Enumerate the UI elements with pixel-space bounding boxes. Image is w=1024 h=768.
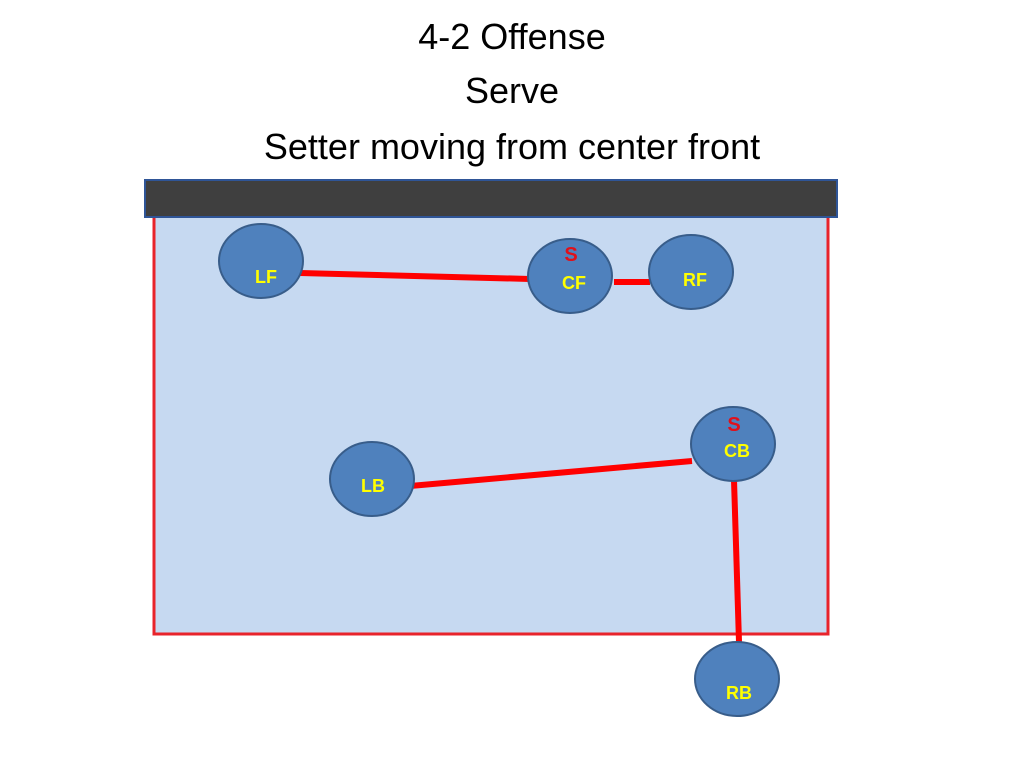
setter-marker-cf: S bbox=[564, 244, 577, 266]
slide-title: 4-2 Offense bbox=[418, 16, 606, 57]
player-label-rb: RB bbox=[726, 683, 752, 703]
player-rf bbox=[648, 234, 734, 310]
setter-marker-cb: S bbox=[727, 414, 740, 436]
player-label-cb: CB bbox=[724, 441, 750, 461]
player-label-rf: RF bbox=[683, 270, 707, 290]
slide-subtitle-serve: Serve bbox=[464, 70, 560, 111]
connector-lf-cf bbox=[299, 270, 531, 282]
player-rb bbox=[694, 641, 780, 717]
slide-subtitle-setter: Setter moving from center front bbox=[263, 126, 761, 167]
player-label-lf: LF bbox=[255, 267, 277, 287]
connector-cb-rb bbox=[731, 479, 742, 643]
connector-lb-cb bbox=[409, 458, 693, 489]
player-lf bbox=[218, 223, 304, 299]
player-cb bbox=[690, 406, 776, 482]
net bbox=[144, 179, 838, 218]
player-label-cf: CF bbox=[562, 273, 586, 293]
player-cf bbox=[527, 238, 613, 314]
player-lb bbox=[329, 441, 415, 517]
player-label-lb: LB bbox=[361, 476, 385, 496]
